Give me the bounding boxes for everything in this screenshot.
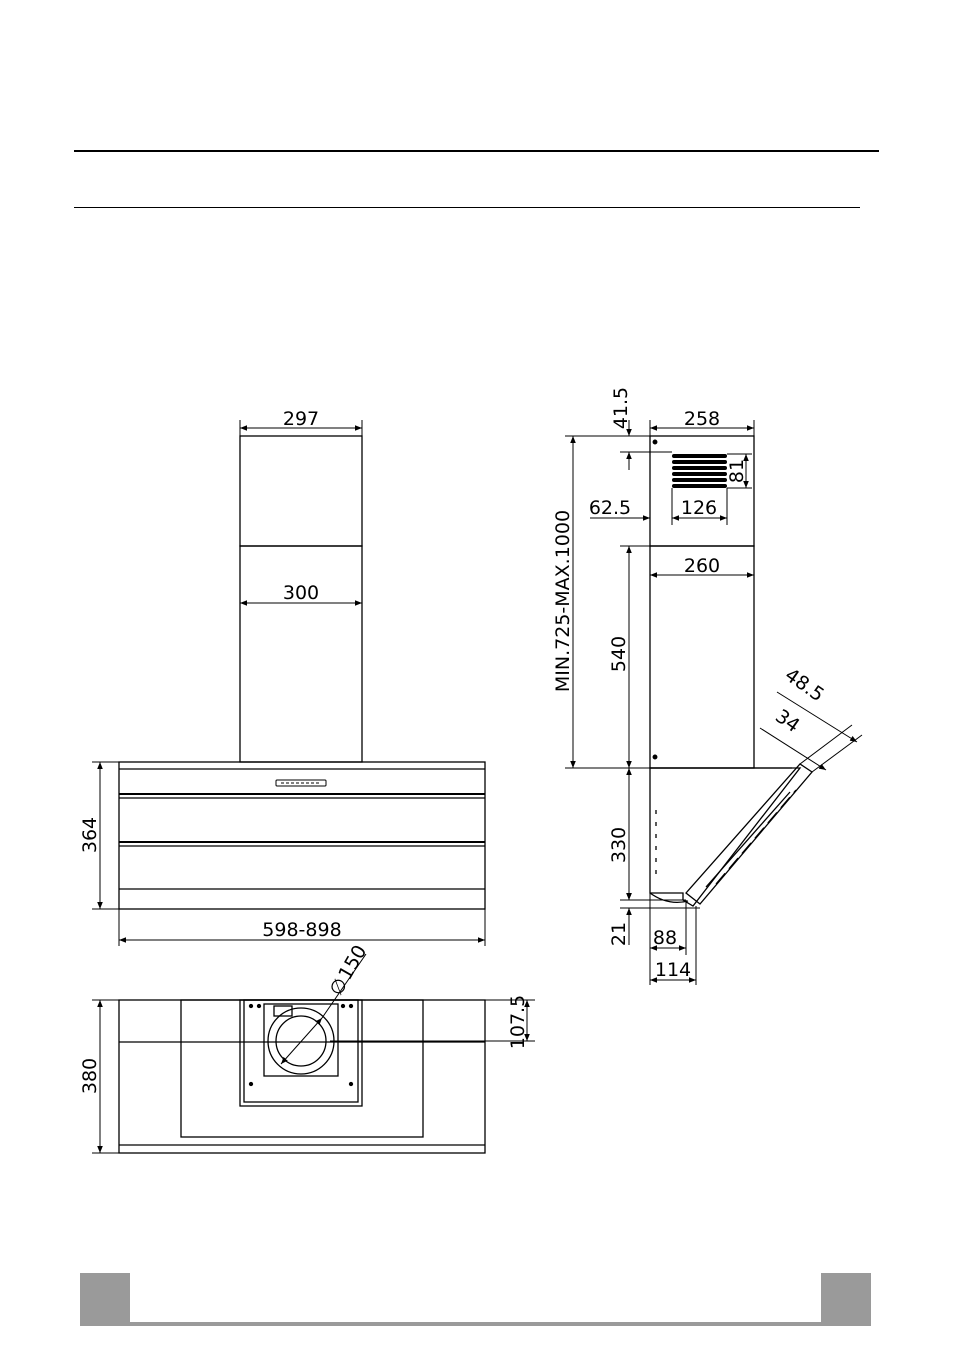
dim-min-725-max-1000: MIN.725-MAX.1000: [552, 510, 574, 692]
top-dimension-lines: [92, 954, 535, 1153]
dim-34: 34: [771, 705, 803, 737]
dim-48-5: 48.5: [781, 664, 828, 706]
dim-41-5: 41.5: [610, 387, 632, 429]
control-panel-icon: [276, 780, 326, 786]
dim-258: 258: [684, 408, 720, 430]
dim-598-898: 598-898: [262, 919, 341, 941]
front-hood-body: [119, 762, 485, 909]
vent-grille-icon: [672, 454, 727, 488]
footer-box-right: [821, 1273, 871, 1323]
front-view: [119, 436, 485, 909]
dim-150: 150: [334, 941, 371, 983]
dim-260: 260: [684, 555, 720, 577]
dim-300: 300: [283, 582, 319, 604]
footer-box-left: [80, 1273, 130, 1323]
dim-297: 297: [283, 408, 319, 430]
dim-114: 114: [655, 959, 691, 981]
dim-540: 540: [608, 636, 630, 672]
side-chimney-lower: [650, 546, 754, 768]
dim-364: 364: [79, 817, 101, 853]
dim-81: 81: [726, 459, 748, 483]
front-chimney-lower: [240, 546, 362, 762]
top-view: [119, 1000, 485, 1153]
dim-330: 330: [608, 827, 630, 863]
dim-62-5: 62.5: [589, 497, 631, 519]
front-dimension-lines: [92, 420, 485, 946]
dim-380: 380: [79, 1058, 101, 1094]
dim-126: 126: [681, 497, 717, 519]
dim-107-5: 107.5: [507, 995, 529, 1049]
dim-88: 88: [653, 927, 677, 949]
dim-21: 21: [608, 922, 630, 946]
front-chimney-upper: [240, 436, 362, 546]
footer-rule: [80, 1322, 871, 1326]
